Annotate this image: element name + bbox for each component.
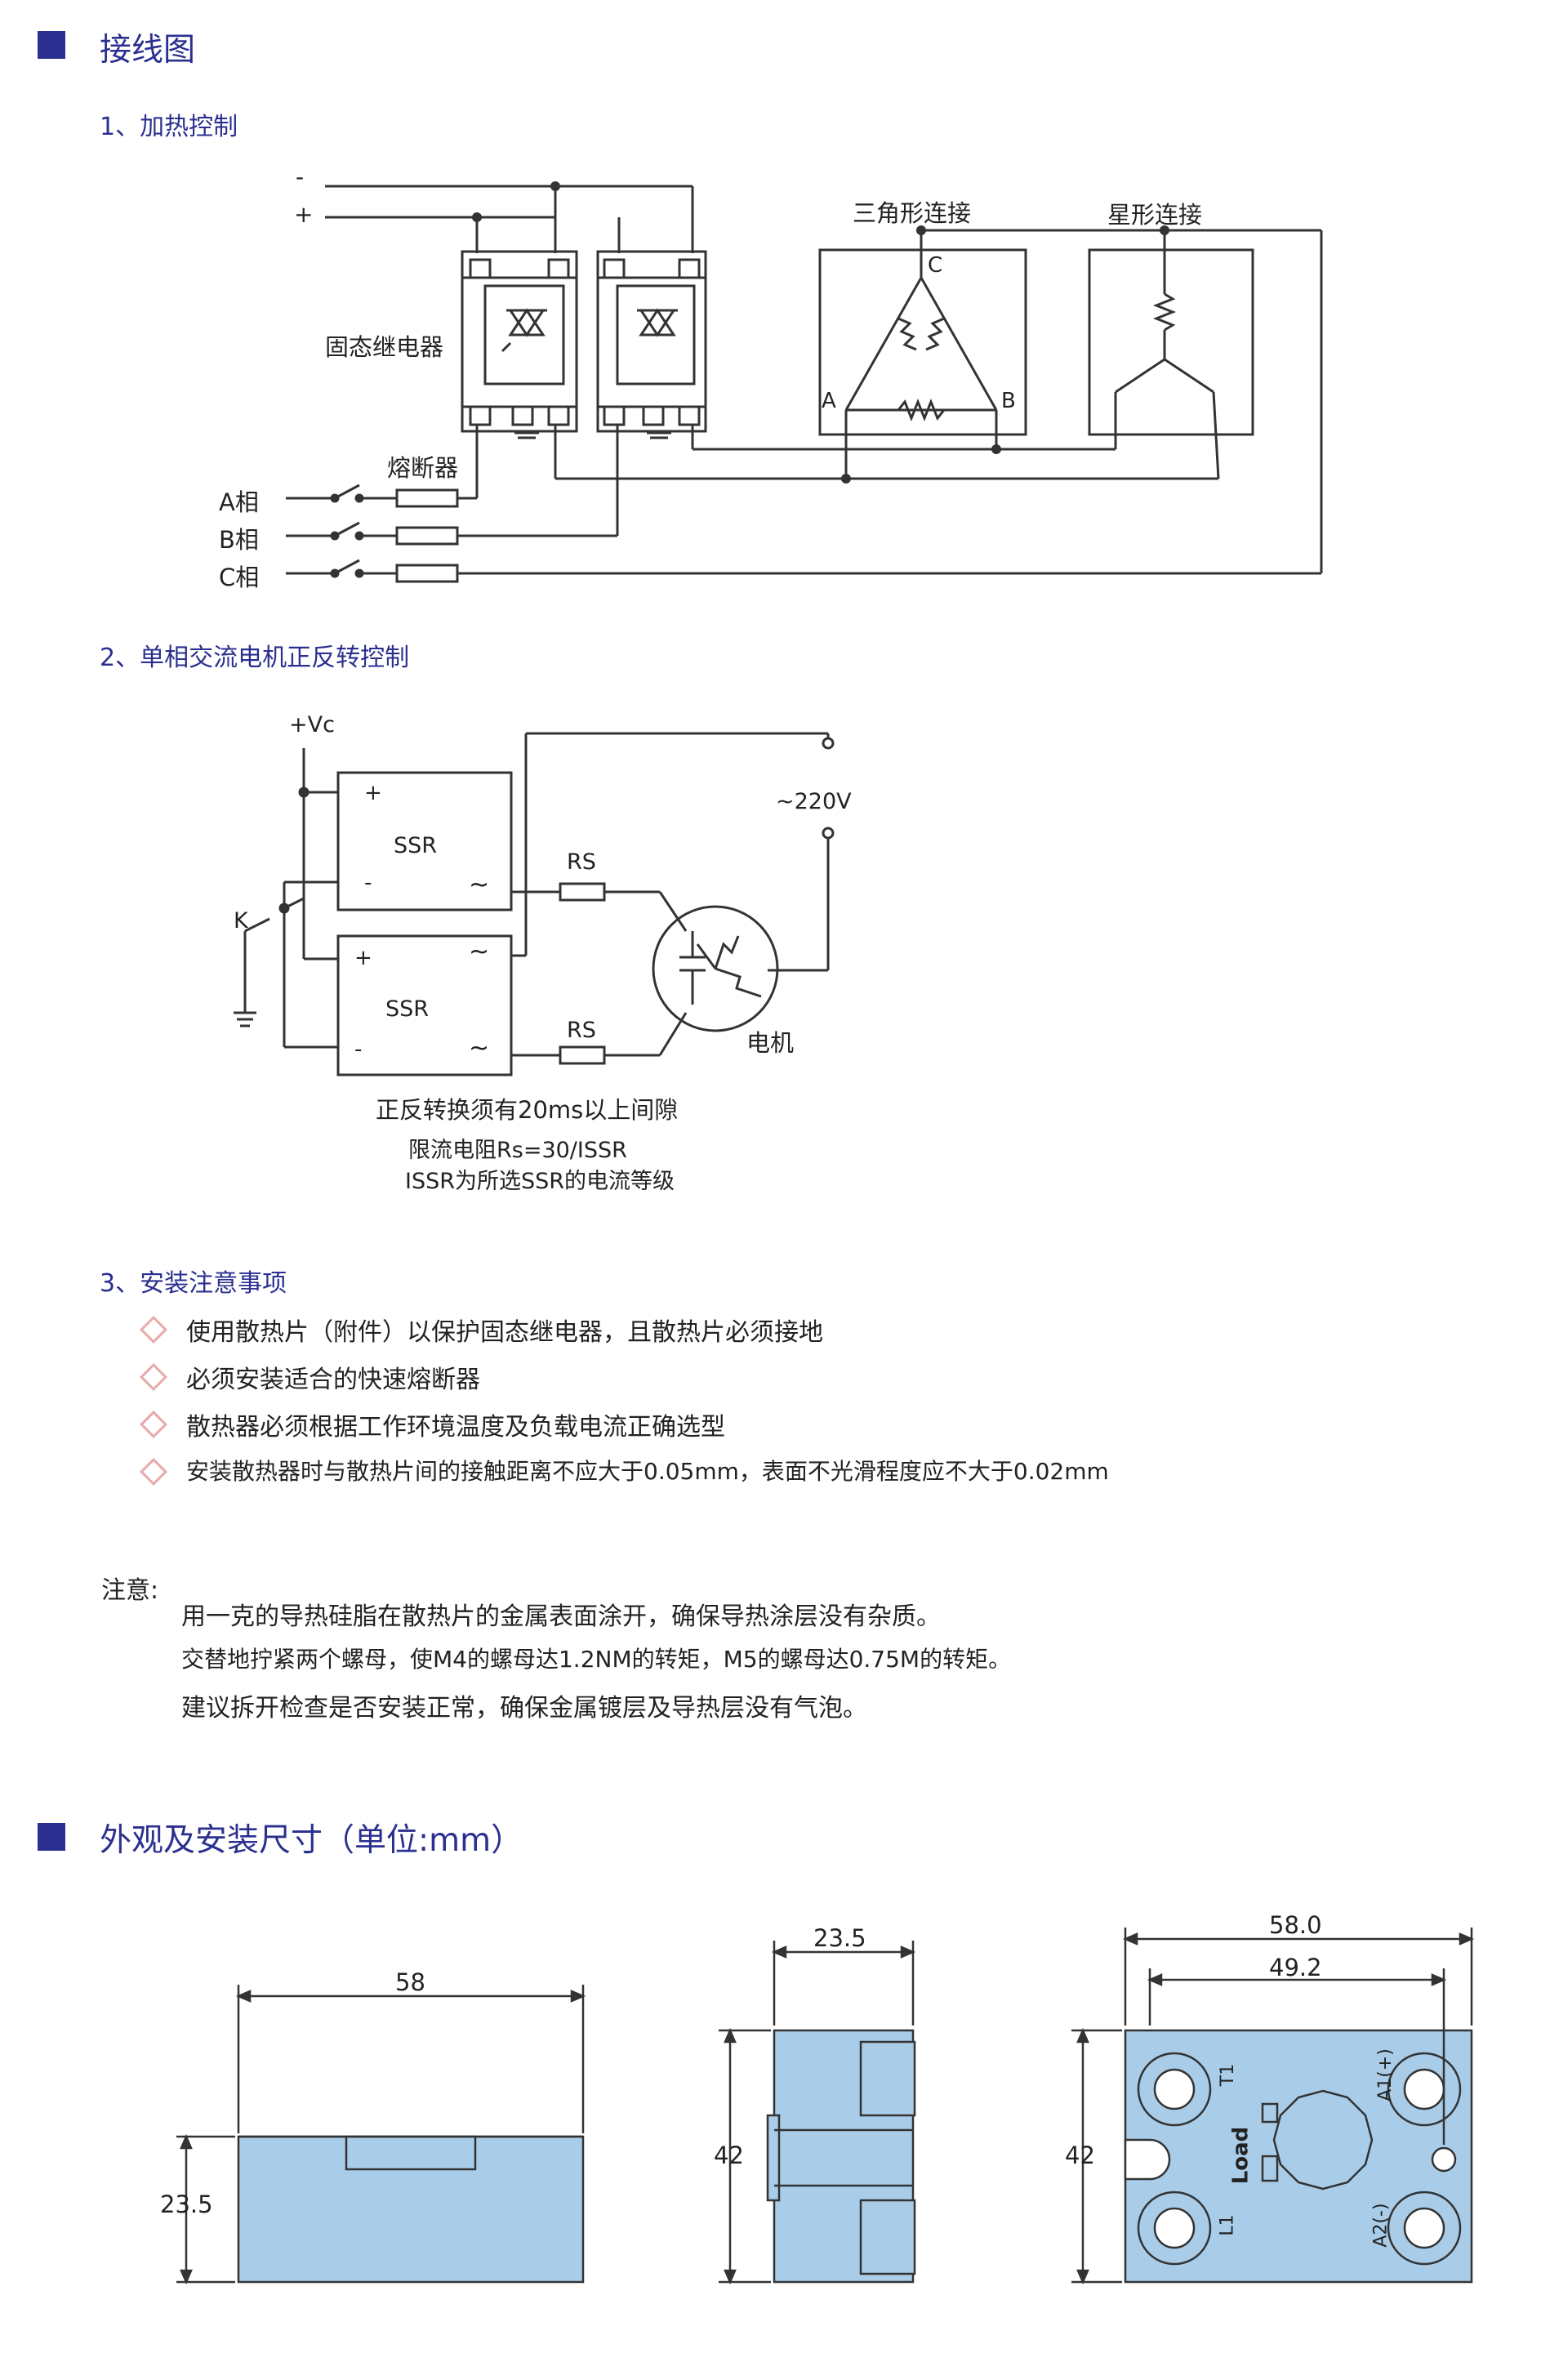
ssr2-minus: - — [354, 1037, 363, 1062]
front-height-label: 23.5 — [160, 2191, 213, 2218]
front-width-label: 58 — [395, 1968, 425, 1996]
minus-rail-label: - — [296, 163, 305, 190]
delta-connection-label: 三角形连接 — [853, 199, 972, 227]
terminal-a1-label: A1(+) — [1374, 2048, 1396, 2101]
rs2-label: RS — [567, 1018, 596, 1043]
install-item: 散热器必须根据工作环境温度及负载电流正确选型 — [186, 1413, 725, 1442]
ssr1-label: SSR — [394, 833, 438, 858]
section-marker — [38, 31, 65, 59]
k-label: K — [234, 908, 248, 934]
node-b-label: B — [1001, 389, 1016, 413]
terminal-t1-label: T1 — [1218, 2063, 1239, 2087]
terminal-l1-label: L1 — [1217, 2214, 1238, 2236]
bullet-icon — [140, 1411, 167, 1438]
terminal-a2-label: A2(-) — [1370, 2203, 1392, 2248]
heating-control-diagram — [286, 181, 1323, 583]
motor-note-3: ISSR为所选SSR的电流等级 — [405, 1169, 675, 1194]
wiring1-title: 1、加热控制 — [100, 113, 238, 141]
dimension-drawings — [176, 1928, 1475, 2285]
ssr2-label: SSR — [385, 996, 430, 1022]
motor-control-diagram — [234, 732, 835, 1076]
ssr2-tilde: ~ — [469, 1034, 490, 1063]
ssr2-plus: + — [354, 946, 372, 970]
motor-note-2: 限流电阻Rs=30/ISSR — [408, 1138, 627, 1163]
side-width-label: 23.5 — [813, 1924, 866, 1952]
install-item: 必须安装适合的快速熔断器 — [186, 1366, 480, 1394]
notes-line: 用一克的导热硅脂在散热片的金属表面涂开，确保导热涂层没有杂质。 — [181, 1602, 941, 1631]
fuse-label: 熔断器 — [387, 454, 459, 482]
motor-note-1: 正反转换须有20ms以上间隙 — [376, 1096, 679, 1124]
motor-label: 电机 — [746, 1029, 795, 1057]
bullet-icon — [140, 1363, 167, 1391]
phase-a-label: A相 — [219, 488, 259, 516]
star-connection-label: 星形连接 — [1107, 201, 1203, 229]
ac-label: ~220V — [776, 789, 852, 814]
section-title-wiring: 接线图 — [100, 32, 196, 69]
top-width-outer-label: 58.0 — [1269, 1911, 1322, 1939]
phase-c-label: C相 — [219, 564, 260, 591]
install-title: 3、安装注意事项 — [100, 1269, 287, 1298]
ssr1-minus: - — [364, 871, 372, 895]
bullet-icon — [140, 1458, 167, 1486]
section-title-dimensions: 外观及安装尺寸（单位:mm） — [100, 1822, 523, 1859]
ssr1-tilde: ~ — [469, 871, 490, 899]
top-height-label: 42 — [1065, 2142, 1095, 2169]
node-a-label: A — [822, 389, 836, 413]
load-label: Load — [1228, 2126, 1254, 2185]
ssr2-tilde-top: ~ — [469, 938, 490, 966]
notes-line: 交替地拧紧两个螺母，使M4的螺母达1.2NM的转矩，M5的螺母达0.75M的转矩… — [181, 1646, 1012, 1673]
install-item: 使用散热片（附件）以保护固态继电器，且散热片必须接地 — [186, 1318, 823, 1347]
bullet-icon — [140, 1316, 167, 1344]
notes-label: 注意: — [101, 1576, 159, 1605]
plus-rail-label: + — [294, 201, 314, 228]
side-height-label: 42 — [714, 2142, 744, 2169]
notes-line: 建议拆开检查是否安装正常，确保金属镀层及导热层没有气泡。 — [181, 1694, 867, 1723]
top-width-inner-label: 49.2 — [1269, 1954, 1322, 1981]
section-marker — [38, 1823, 65, 1851]
wiring2-title: 2、单相交流电机正反转控制 — [100, 644, 410, 672]
relay-label: 固态继电器 — [325, 333, 444, 361]
phase-b-label: B相 — [219, 526, 259, 554]
rs1-label: RS — [567, 849, 596, 875]
ssr1-plus: + — [364, 781, 382, 805]
install-item: 安装散热器时与散热片间的接触距离不应大于0.05mm，表面不光滑程度应不大于0.… — [186, 1458, 1109, 1485]
vc-label: +Vc — [289, 712, 335, 738]
node-c-label: C — [928, 253, 943, 278]
